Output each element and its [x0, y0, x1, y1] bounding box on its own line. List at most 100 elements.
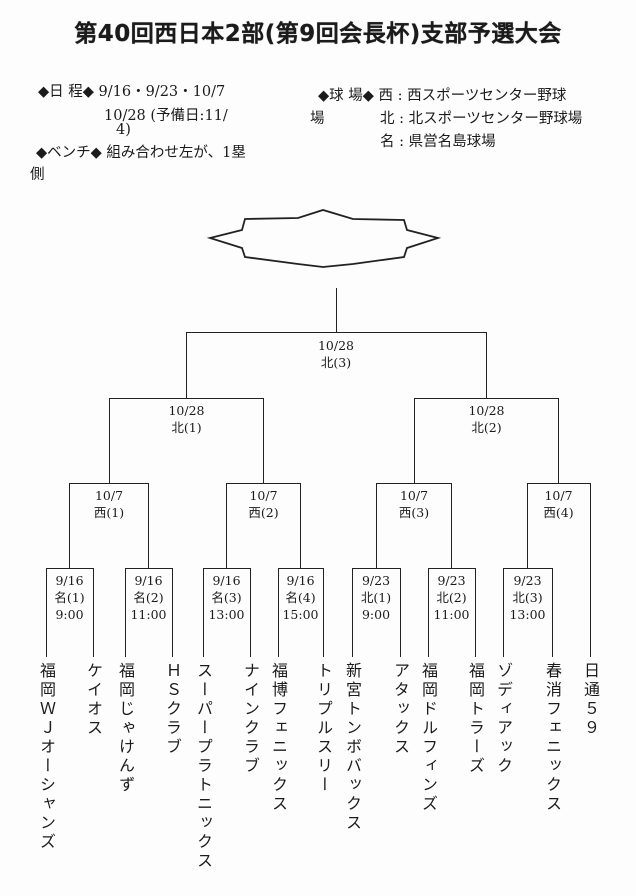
bracket-line-vertical	[250, 568, 251, 657]
bracket-line-vertical	[376, 483, 377, 568]
schedule-line: ◆日 程◆ 9/16・9/23・10/7	[38, 84, 226, 100]
bracket-line-vertical	[414, 398, 415, 483]
schedule-line: 10/28 (予備日:11/	[104, 108, 228, 124]
match-time: 11:00	[130, 607, 167, 622]
bye-bracket-line-vertical	[590, 483, 591, 657]
match-venue: 名(2)	[133, 590, 164, 605]
match-label-quarterfinal: 10/7 西(1)	[69, 487, 149, 521]
round1-bracket-line	[278, 568, 323, 569]
team-name: 福岡ドルフィンズ	[419, 662, 438, 814]
team-name: ＨＳクラブ	[163, 662, 182, 757]
bracket-line-vertical	[558, 398, 559, 483]
bench-line: ◆ベンチ◆ 組み合わせ左が、1塁	[36, 145, 246, 161]
bench-line: 側	[30, 167, 45, 183]
team-name: 福岡ＷＪオーシャンズ	[37, 662, 56, 852]
bracket-line-vertical	[503, 568, 504, 657]
team-name: 福岡トラーズ	[466, 662, 485, 776]
quarterfinal-bracket-line	[226, 483, 301, 484]
match-label-semifinal: 10/28 北(1)	[109, 402, 264, 436]
quarterfinal-bracket-line	[69, 483, 149, 484]
bracket-line-vertical	[93, 568, 94, 657]
match-label-final: 10/28 北(3)	[186, 337, 486, 371]
bracket-line-vertical	[109, 398, 110, 483]
bracket-line-vertical	[428, 568, 429, 657]
match-date: 10/7	[94, 488, 124, 503]
bracket-line-vertical	[148, 483, 149, 568]
match-date: 10/28	[317, 338, 355, 353]
match-date: 10/7	[249, 488, 278, 503]
quarterfinal-bracket-line	[527, 483, 590, 484]
schedule-line: 4)	[116, 122, 131, 138]
match-label-round1: 9/23 北(3) 13:00	[503, 572, 552, 623]
champion-burst-icon	[206, 209, 442, 268]
bracket-line-vertical	[69, 483, 70, 568]
match-venue: 北(2)	[471, 420, 502, 435]
match-time: 9:00	[55, 607, 84, 622]
match-venue: 北(3)	[320, 355, 352, 370]
round1-bracket-line	[125, 568, 172, 569]
match-time: 13:00	[208, 607, 245, 622]
match-venue: 西(2)	[248, 505, 279, 520]
quarterfinal-bracket-line	[376, 483, 452, 484]
match-date: 10/7	[544, 488, 573, 503]
bracket-line-vertical	[451, 483, 452, 568]
venue-line: 北 : 北スポーツセンター野球場	[380, 111, 583, 127]
round1-bracket-line	[352, 568, 400, 569]
match-venue: 北(3)	[512, 590, 543, 605]
bracket-line-vertical	[278, 568, 279, 657]
match-label-semifinal: 10/28 北(2)	[414, 402, 559, 436]
round1-bracket-line	[46, 568, 93, 569]
match-date: 10/28	[468, 403, 505, 418]
match-venue: 西(3)	[398, 505, 430, 520]
match-time: 11:00	[433, 607, 470, 622]
semifinal-bracket-line	[109, 398, 264, 399]
venue-line: 名 : 県営名島球場	[380, 134, 496, 150]
team-name: 福博フェニックス	[269, 662, 288, 814]
match-label-round1: 9/16 名(2) 11:00	[125, 572, 172, 623]
match-label-round1: 9/16 名(3) 13:00	[203, 572, 250, 623]
match-label-quarterfinal: 10/7 西(4)	[527, 487, 590, 521]
match-venue: 北(2)	[436, 590, 467, 605]
bracket-line-vertical	[336, 288, 337, 332]
match-venue: 北(1)	[171, 420, 202, 435]
bracket-line-vertical	[323, 568, 324, 657]
semifinal-bracket-line	[414, 398, 559, 399]
page-title: 第40回西日本2部(第9回会長杯)支部予選大会	[74, 21, 562, 47]
match-date: 10/7	[399, 488, 429, 503]
bracket-line-vertical	[475, 568, 476, 657]
team-name: トリプルスリー	[314, 662, 333, 795]
match-venue: 名(4)	[285, 590, 316, 605]
bracket-line-vertical	[527, 483, 528, 568]
team-name: アタックス	[391, 662, 410, 757]
match-time: 9:00	[361, 607, 391, 622]
bracket-line-vertical	[263, 398, 264, 483]
match-date: 9/16	[212, 573, 241, 588]
match-time: 13:00	[509, 607, 546, 622]
round1-bracket-line	[503, 568, 552, 569]
match-label-round1: 9/16 名(4) 15:00	[278, 572, 323, 623]
match-time: 15:00	[282, 607, 319, 622]
team-name: ナインクラブ	[241, 662, 260, 776]
bracket-line-vertical	[400, 568, 401, 657]
team-name: 春消フェニックス	[543, 662, 562, 814]
team-name: ケイオス	[84, 662, 103, 738]
bracket-line-vertical	[46, 568, 47, 657]
bracket-line-vertical	[125, 568, 126, 657]
bracket-line-vertical	[552, 568, 553, 657]
match-venue: 名(3)	[211, 590, 242, 605]
match-label-round1: 9/23 北(2) 11:00	[428, 572, 475, 623]
match-venue: 北(1)	[360, 590, 392, 605]
match-date: 9/16	[55, 573, 84, 588]
team-name: 福岡じゃけんず	[116, 662, 135, 795]
bracket-line-vertical	[172, 568, 173, 657]
team-name: スーパープラトニックス	[194, 662, 213, 871]
round1-bracket-line	[428, 568, 475, 569]
match-label-round1: 9/16 名(1) 9:00	[46, 572, 93, 623]
team-name: 新宮トンボバックス	[343, 662, 362, 833]
match-label-round1: 9/23 北(1) 9:00	[352, 572, 400, 623]
bracket-line-vertical	[352, 568, 353, 657]
team-name: 日通５９	[581, 662, 600, 738]
bracket-line-vertical	[203, 568, 204, 657]
match-date: 10/28	[168, 403, 205, 418]
